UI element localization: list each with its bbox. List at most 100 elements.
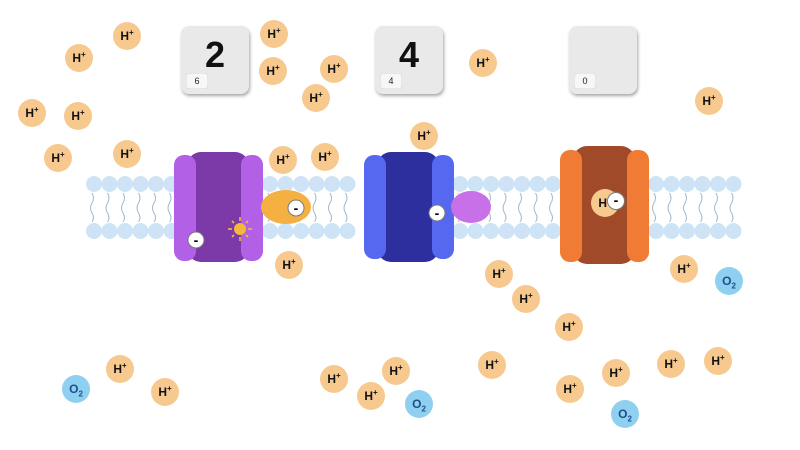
hydrogen-ion: H+ [602,359,630,387]
lipid-head [86,223,102,239]
electron-icon: - [287,199,305,217]
lipid-head [339,223,356,239]
hydrogen-ion: H+ [512,285,540,313]
electron-icon: - [428,204,446,222]
complex-2-body [377,152,439,262]
lipid-head [498,223,515,239]
complex-1-right-subunit [241,155,263,261]
lipid-head [514,223,530,239]
hydrogen-ion: H+ [357,382,385,410]
lipid-tail [343,192,348,223]
hydrogen-ion: H+ [311,143,339,171]
svg-text:-: - [194,232,199,248]
oxygen-molecule: O2 [62,375,90,403]
lipid-tail [698,192,703,223]
oxygen-molecule: O2 [405,390,433,418]
hydrogen-ion: H+ [18,99,46,127]
lipid-tail [652,192,656,223]
hydrogen-ion: H+ [410,122,438,150]
svg-text:-: - [294,200,299,216]
hydrogen-ion: H+ [259,57,287,85]
electron-icon: - [607,192,625,210]
lipid-head [293,223,309,239]
lipid-head [483,223,499,239]
lipid-head [483,176,499,192]
lipid-tail [502,192,507,223]
cytochrome-c-carrier [451,191,491,223]
lipid-head [308,176,325,192]
lipid-head [132,176,149,192]
lipid-head [262,176,278,192]
lipid-head [132,223,149,239]
lipid-head [498,176,515,192]
counter-value: 4 [398,34,420,75]
lipid-head [101,223,118,239]
lipid-head [694,223,711,239]
lipid-head [725,176,742,192]
lipid-head [710,176,726,192]
hydrogen-ion: H+ [556,375,584,403]
counter-sub-value: 0 [574,73,596,89]
hydrogen-ion: H+ [657,350,685,378]
lipid-tail [105,192,110,223]
lipid-tail [136,192,141,223]
lipid-tail [714,192,718,223]
hydrogen-ion: H+ [670,255,698,283]
lipid-head [514,176,530,192]
complex-3-right-subunit [627,150,649,262]
lipid-head [529,223,546,239]
counter-value: 2 [204,34,226,75]
lipid-tail [549,192,553,223]
lipid-head [648,176,664,192]
lipid-head [467,176,484,192]
protein-complex-2 [364,152,454,262]
hydrogen-ion: H+ [302,84,330,112]
lipid-head [117,176,133,192]
lipid-head [262,223,278,239]
lipid-head [148,223,164,239]
hydrogen-ion: H+ [65,44,93,72]
lipid-head [117,223,133,239]
lipid-head [529,176,546,192]
hydrogen-ion: H+ [469,49,497,77]
hydrogen-ion: H+ [478,351,506,379]
hydrogen-ion: H+ [555,313,583,341]
counter-sub-value: 6 [186,73,208,89]
hydrogen-ion: H+ [64,102,92,130]
hydrogen-ion: H+ [485,260,513,288]
lipid-head [324,176,340,192]
lipid-tail [518,192,522,223]
lipid-head [679,176,695,192]
lipid-tail [312,192,317,223]
lipid-head [293,176,309,192]
hydrogen-ion: H+ [275,251,303,279]
lipid-head [277,223,294,239]
lipid-tail [667,192,672,223]
lipid-head [277,176,294,192]
lipid-head [663,223,680,239]
hydrogen-ion: H+ [695,87,723,115]
complex-3-left-subunit [560,150,582,262]
lipid-head [324,223,340,239]
lipid-head [648,223,664,239]
lipid-tail [152,192,156,223]
hydrogen-ion: H+ [113,22,141,50]
lipid-tail [167,192,172,223]
hydrogen-ion: H+ [260,20,288,48]
oxygen-molecule: O2 [611,400,639,428]
hydrogen-ion: H+ [704,347,732,375]
lipid-head [452,176,468,192]
lipid-head [663,176,680,192]
counter-sub-value: 4 [380,73,402,89]
counter-box: 0 [569,26,637,94]
lipid-head [545,176,561,192]
lipid-head [452,223,468,239]
lipid-tail [121,192,125,223]
complex-2-left-subunit [364,155,386,259]
lipid-head [679,223,695,239]
lipid-head [101,176,118,192]
sun-cofactor-icon [228,217,252,241]
